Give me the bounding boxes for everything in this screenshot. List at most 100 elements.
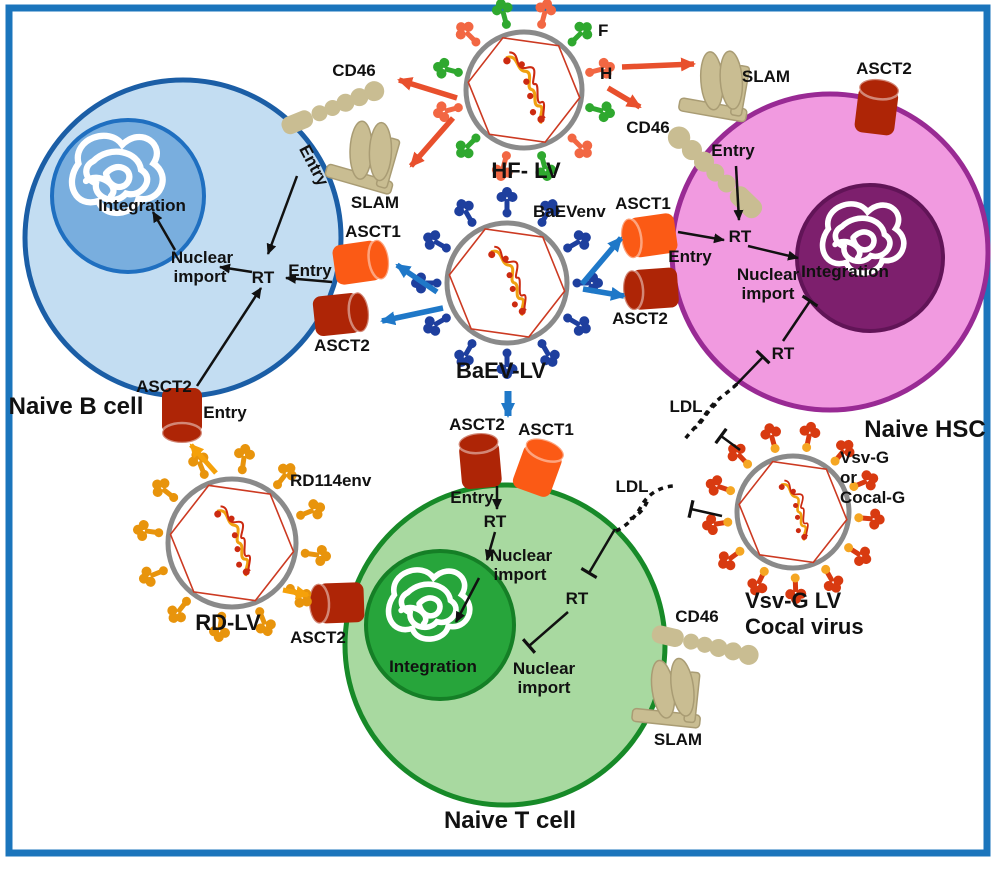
intracellular-pathway-arrows [151,165,799,623]
hf-lv-tropism-arrows [397,57,696,168]
virus-spike-icon [131,518,165,544]
b-rt-label: RT [252,268,275,287]
rd-lv-tropism-arrows [189,443,310,600]
virus-spike-icon [450,127,487,164]
hf-lv-virus-icon [430,0,618,184]
b-slam-label: SLAM [351,193,399,212]
b-asct2-label: ASCT2 [314,336,370,355]
t-cell-name: Naive T cell [444,807,576,834]
inhibition-tbars [521,294,819,654]
b-entry-bottom-label: Entry [203,403,247,422]
naive-t-cell [342,482,668,808]
asct2-receptor-icon [310,290,373,339]
t-cd46-label: CD46 [675,607,718,626]
t-rt-right-label: RT [566,589,589,608]
t-nuclear2-label: Nuclear [513,659,576,678]
hsc-asct2-top-label: ASCT2 [856,59,912,78]
b-cell-name: Naive B cell [9,393,144,420]
virus-capsid-hexagon [169,484,295,602]
vsv-name-line1: Vsv-G LV [745,588,842,613]
t-import-label: import [494,565,547,584]
rd-asct2-label: ASCT2 [290,628,346,647]
vsv-name-line2: Cocal virus [745,614,864,639]
virus-spike-icon [135,559,172,591]
virus-spike-icon [558,225,596,260]
hf-f-label: F [598,21,608,40]
b-entry-right-label: Entry [288,261,332,280]
virus-spike-icon [146,473,184,509]
virus-spike-icon [561,16,598,53]
rd-lv-virus-icon [131,442,333,644]
hsc-asct2-left-label: ASCT2 [612,309,668,328]
hsc-rt-low-label: RT [772,344,795,363]
t-asct1-label: ASCT1 [518,420,574,439]
b-cd46-label: CD46 [332,61,375,80]
virus-spike-icon [757,420,787,456]
virus-spike-icon [582,96,618,125]
t-rt-label: RT [484,512,507,531]
virus-spike-icon [430,55,466,84]
b-integration-label: Integration [98,196,186,215]
baev-lv-name: BaEV-LV [456,358,546,383]
virus-spike-icon [853,506,886,531]
t-nuclear-label: Nuclear [490,546,553,565]
virus-spike-icon [449,194,484,232]
hsc-nuclear-label: Nuclear [737,265,800,284]
b-import-label: import [174,267,227,286]
baev-env-label: BaEVenv [533,202,606,221]
baev-lv-virus-icon [411,187,603,379]
b-nuclear-label: Nuclear [171,248,234,267]
slam-receptor-icon [323,108,410,196]
hsc-entry-mid-label: Entry [668,247,712,266]
naive-hsc-cell [669,91,991,413]
hsc-entry-top-label: Entry [711,141,755,160]
asct2-receptor-icon [852,75,902,138]
hsc-asct1-label: ASCT1 [615,194,671,213]
virus-spike-icon [795,419,823,455]
hsc-name: Naive HSC [864,416,985,443]
virus-capsid-hexagon [738,460,848,564]
hf-h-label: H [600,64,612,83]
t-integration-label: Integration [389,657,477,676]
hsc-import-label: import [742,284,795,303]
hsc-cd46-label: CD46 [626,118,669,137]
t-asct2-label: ASCT2 [449,415,505,434]
virus-spike-icon [839,536,877,571]
b-asct2-bottom-label: ASCT2 [136,377,192,396]
vsvg-cocal-virus-icon [700,419,886,605]
asct2-receptor-icon [307,580,366,626]
rd-env-label: RD114env [290,471,372,490]
ldl-receptor-icons [615,382,739,533]
hsc-integration-label: Integration [801,262,889,281]
rd-lv-name: RD-LV [195,610,261,635]
virus-spike-icon [722,438,759,475]
virus-spike-icon [292,495,329,527]
virus-spike-icon [231,442,257,476]
virus-spike-icon [450,16,487,53]
t-entry-label: Entry [450,488,494,507]
asct2-receptor-icon [160,386,204,445]
vsv-env-line2: or [840,468,857,487]
virus-spike-icon [418,225,456,260]
virus-spike-icon [702,472,739,503]
asct2-receptor-icon [456,430,504,491]
cd46-receptor-icon [278,78,388,138]
hf-lv-name: HF- LV [491,158,561,183]
b-asct1-label: ASCT1 [345,222,401,241]
virus-spike-icon [561,127,598,164]
hsc-ldl-label: LDL [669,397,702,416]
asct2-receptor-icon [620,265,681,313]
asct1-receptor-icon [330,237,393,287]
hsc-slam-label: SLAM [742,67,790,86]
virus-spike-icon [162,591,198,629]
t-import2-label: import [518,678,571,697]
virus-capsid-hexagon [448,228,566,338]
virus-spike-icon [558,306,596,341]
virus-spike-icon [496,187,518,218]
virus-spike-icon [299,542,333,568]
vsv-env-line1: Vsv-G [840,448,889,467]
t-ldl-label: LDL [615,477,648,496]
vsv-env-line3: Cocal-G [840,488,905,507]
